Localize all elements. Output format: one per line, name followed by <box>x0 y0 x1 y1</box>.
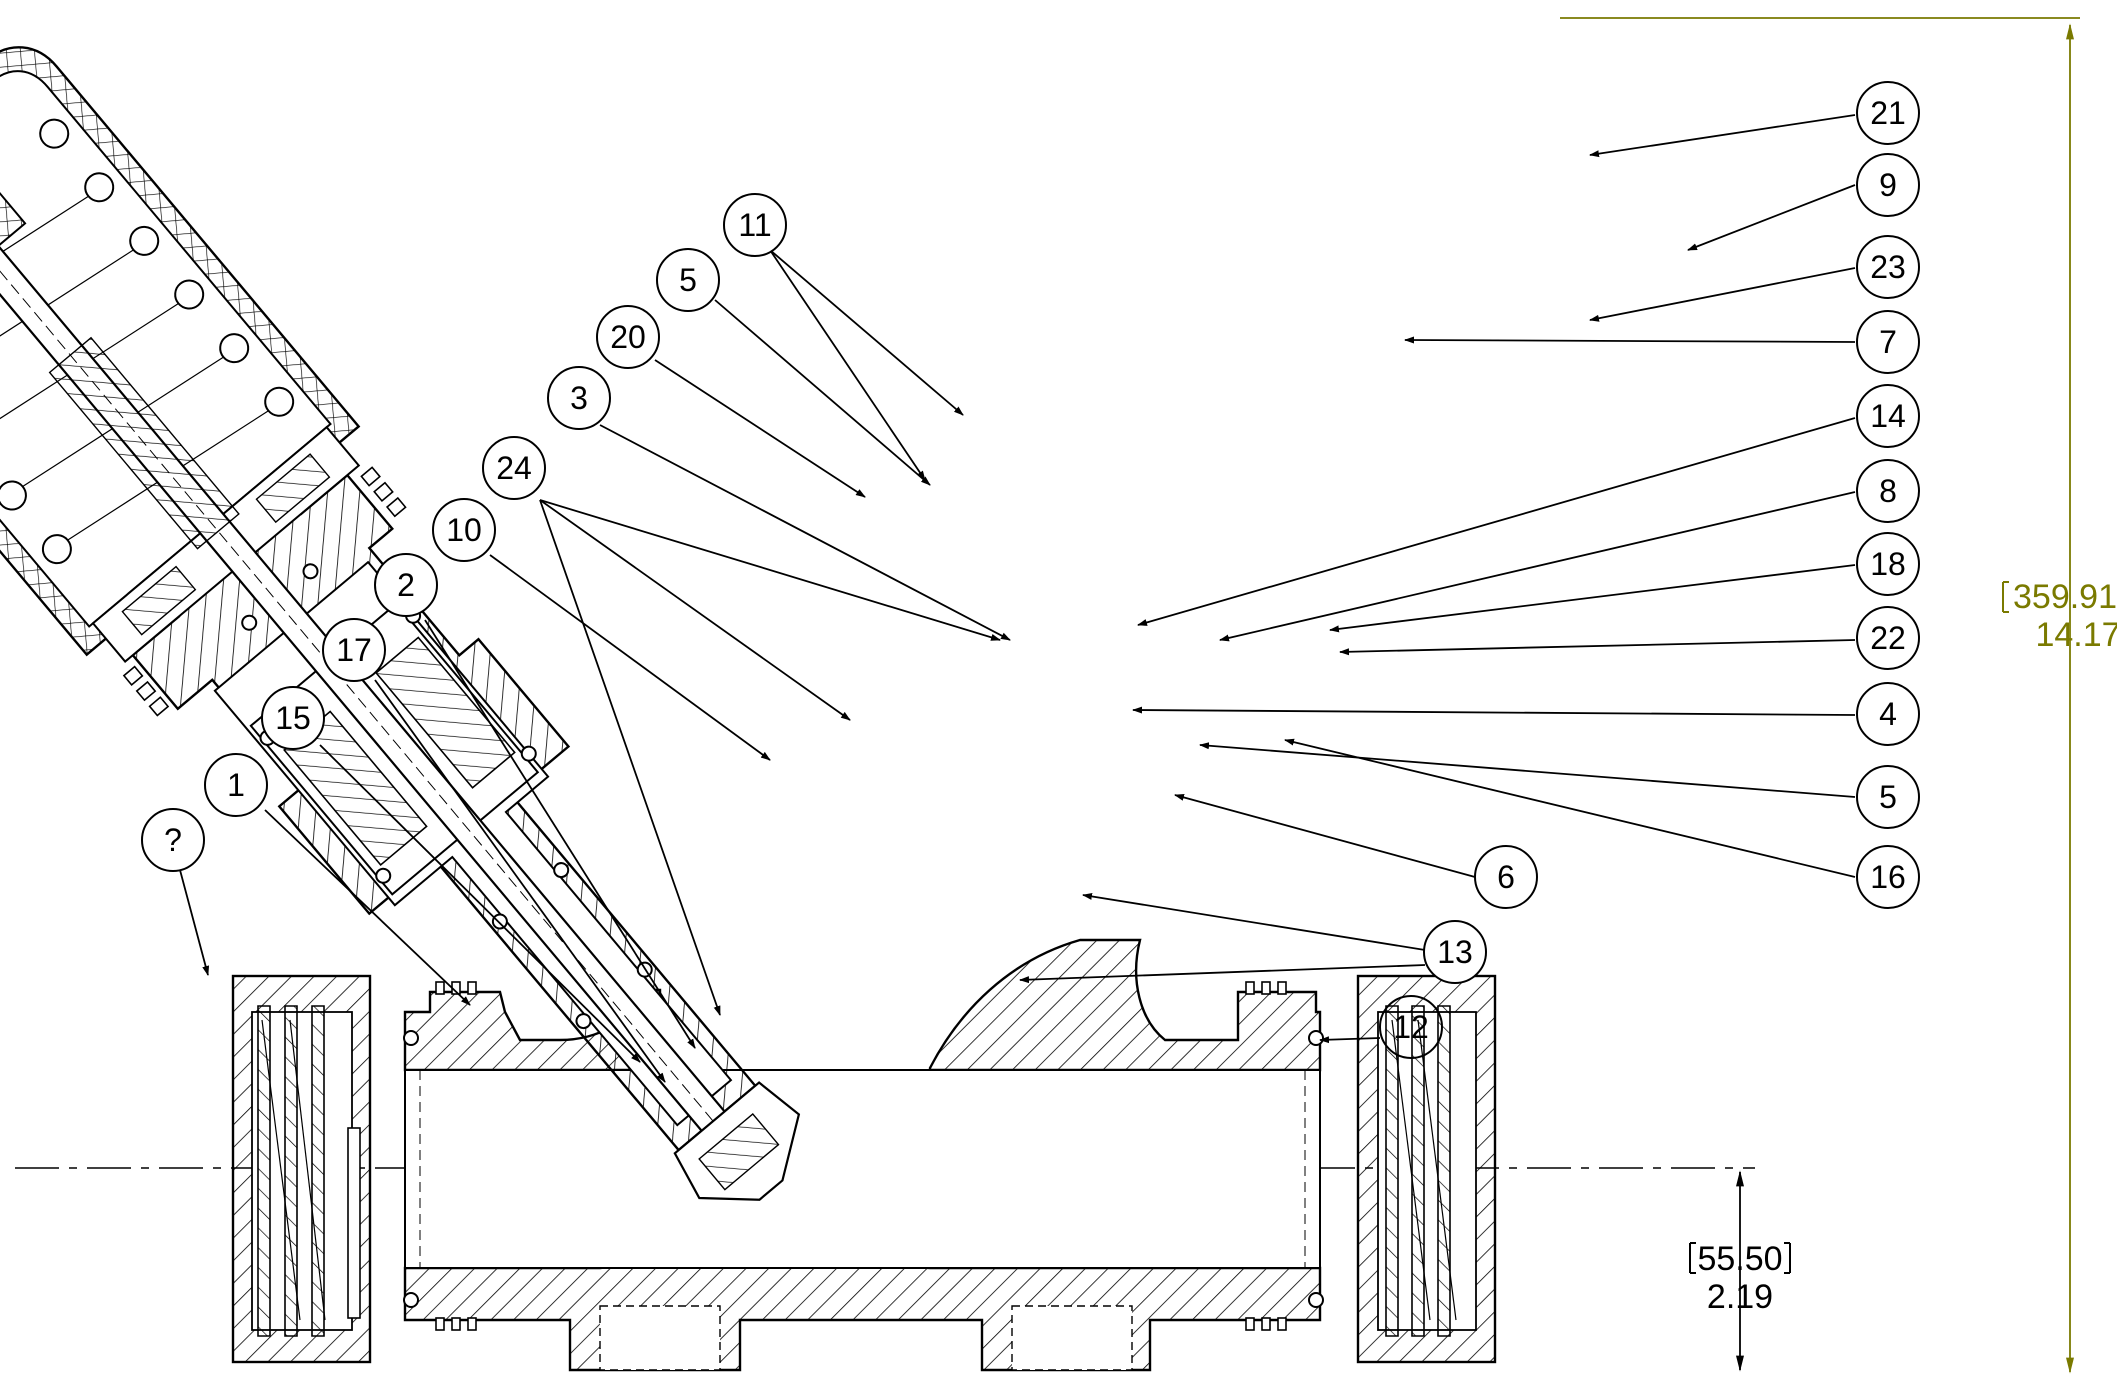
balloon-group: ? 1 15 17 2 10 24 3 20 5 11 21 9 23 7 14… <box>141 81 1920 1059</box>
svg-text:16: 16 <box>1870 859 1906 895</box>
balloon-1: 1 <box>204 753 268 817</box>
svg-text:24: 24 <box>496 450 532 486</box>
balloon-3: 3 <box>547 366 611 430</box>
balloon-10: 10 <box>432 498 496 562</box>
balloon-13: 13 <box>1423 920 1487 984</box>
svg-text:12: 12 <box>1393 1009 1429 1045</box>
svg-text:5: 5 <box>1879 779 1897 815</box>
leader-lines <box>179 114 1856 1083</box>
svg-text:?: ? <box>164 822 182 858</box>
balloon-17: 17 <box>322 618 386 682</box>
svg-text:2: 2 <box>397 567 415 603</box>
balloon-21: 21 <box>1856 81 1920 145</box>
svg-text:4: 4 <box>1879 696 1897 732</box>
balloon-2: 2 <box>374 553 438 617</box>
svg-text:13: 13 <box>1437 934 1473 970</box>
svg-text:8: 8 <box>1879 473 1897 509</box>
right-union-nut <box>1356 974 1497 1364</box>
balloon-7: 7 <box>1856 310 1920 374</box>
svg-text:14: 14 <box>1870 398 1906 434</box>
svg-text:15: 15 <box>275 700 311 736</box>
svg-text:1: 1 <box>227 767 245 803</box>
svg-text:5: 5 <box>679 262 697 298</box>
balloon-23: 23 <box>1856 235 1920 299</box>
balloon-unknown: ? <box>141 808 205 872</box>
balloon-24: 24 <box>482 436 546 500</box>
balloon-14: 14 <box>1856 384 1920 448</box>
svg-text:9: 9 <box>1879 167 1897 203</box>
svg-text:6: 6 <box>1497 859 1515 895</box>
svg-text:23: 23 <box>1870 249 1906 285</box>
valve-body <box>403 938 1324 1372</box>
centerline-height-imperial: 2.19 <box>1707 1278 1773 1316</box>
balloon-5-lower: 5 <box>1856 765 1920 829</box>
balloon-4: 4 <box>1856 682 1920 746</box>
balloon-11: 11 <box>723 193 787 257</box>
overall-height-metric: 359.91 <box>2013 578 2117 616</box>
balloon-6: 6 <box>1474 845 1538 909</box>
balloon-5-upper: 5 <box>656 248 720 312</box>
centerline-height-dimension: 55.50 2.19 <box>1689 1170 1791 1372</box>
svg-text:22: 22 <box>1870 620 1906 656</box>
balloon-18: 18 <box>1856 532 1920 596</box>
overall-height-dimension: 359.91 14.17 <box>1560 17 2117 1374</box>
svg-text:10: 10 <box>446 512 482 548</box>
centerline-height-metric: 55.50 <box>1697 1240 1782 1278</box>
balloon-20: 20 <box>596 305 660 369</box>
actuator-assembly <box>0 46 801 1201</box>
svg-text:3: 3 <box>570 380 588 416</box>
balloon-12: 12 <box>1379 995 1443 1059</box>
svg-text:17: 17 <box>336 632 372 668</box>
svg-text:21: 21 <box>1870 95 1906 131</box>
balloon-8: 8 <box>1856 459 1920 523</box>
balloon-16: 16 <box>1856 845 1920 909</box>
balloon-22: 22 <box>1856 606 1920 670</box>
overall-height-imperial: 14.17 <box>2035 616 2117 654</box>
svg-text:7: 7 <box>1879 324 1897 360</box>
balloon-15: 15 <box>261 686 325 750</box>
balloon-9: 9 <box>1856 153 1920 217</box>
svg-text:20: 20 <box>610 319 646 355</box>
left-union-nut <box>231 974 372 1364</box>
svg-text:11: 11 <box>738 207 771 243</box>
svg-text:18: 18 <box>1870 546 1906 582</box>
